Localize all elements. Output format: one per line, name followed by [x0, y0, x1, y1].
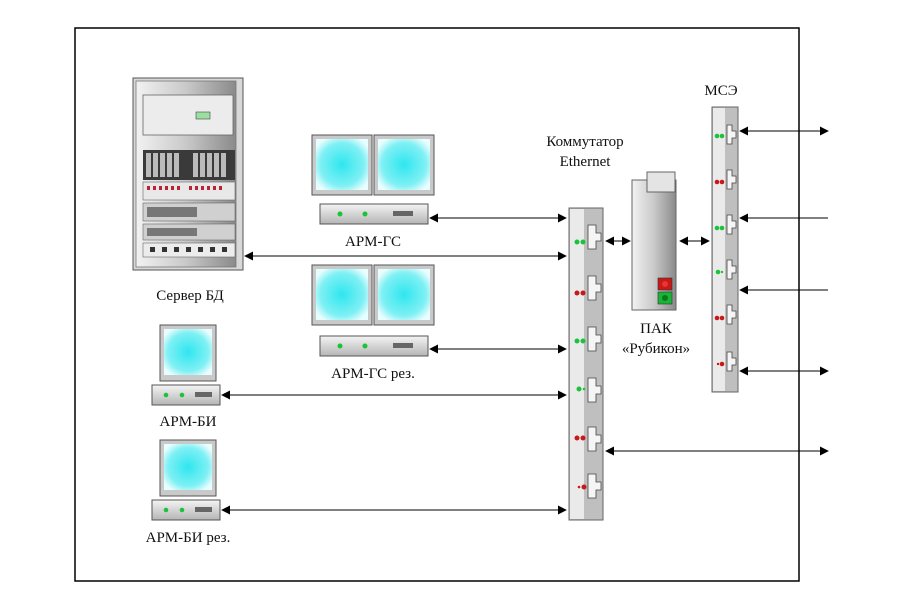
pak-label-line2: «Рубикон» [622, 341, 690, 357]
arm-bi-label: АРМ-БИ [160, 414, 217, 430]
hardware-appliance-icon [631, 171, 677, 311]
arm-gs-label: АРМ-ГС [345, 234, 401, 250]
diagram-frame [74, 27, 800, 582]
firewall-icon [711, 106, 739, 393]
pak-label-line1: ПАК [640, 321, 673, 337]
single-monitor-workstation-icon [151, 439, 221, 521]
switch-label-line2: Ethernet [560, 154, 612, 170]
server-rack-icon [132, 77, 244, 271]
dual-monitor-workstation-icon [311, 134, 435, 225]
arm-gs-rez-label: АРМ-ГС рез. [331, 366, 415, 382]
ethernet-switch-icon [568, 207, 604, 521]
server-label: Сервер БД [156, 288, 224, 304]
arm-bi-rez-label: АРМ-БИ рез. [146, 530, 231, 546]
switch-label-line1: Коммутатор [546, 134, 623, 150]
single-monitor-workstation-icon [151, 324, 221, 406]
mse-label: МСЭ [704, 83, 737, 99]
dual-monitor-workstation-icon [311, 264, 435, 357]
